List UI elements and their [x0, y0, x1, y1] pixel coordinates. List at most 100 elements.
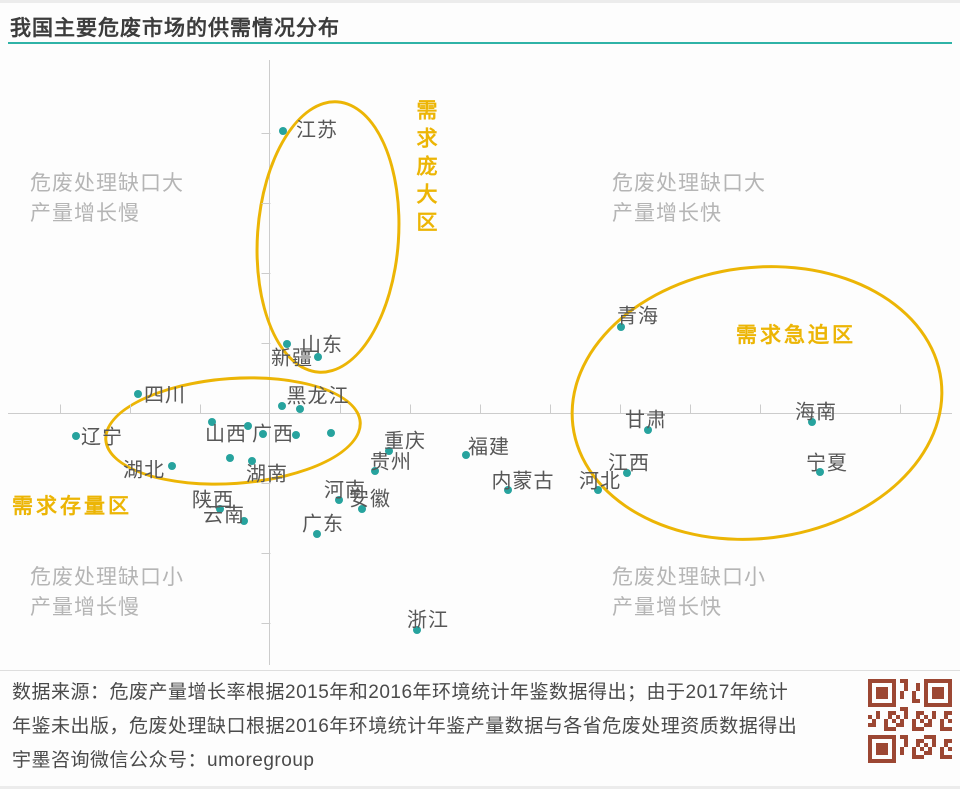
data-point-dot	[594, 486, 602, 494]
data-point-label: 宁夏	[806, 452, 848, 475]
data-point-dot	[168, 462, 176, 470]
data-point-label: 黑龙江	[286, 385, 350, 408]
page-title: 我国主要危废市场的供需情况分布	[10, 17, 340, 40]
quadrant-label-bottom-right: 危废处理缺口小 产量增长快	[612, 563, 766, 623]
data-point-dot	[385, 447, 393, 455]
x-axis-tick	[130, 404, 131, 414]
data-point-label: 安徽	[349, 488, 391, 511]
data-point-dot	[413, 626, 421, 634]
footer-wechat-line: 宇墨咨询微信公众号：umoregroup	[12, 750, 315, 771]
data-point-dot	[644, 426, 652, 434]
annotation-demand-stock-zone: 需求存量区	[12, 495, 132, 518]
x-axis	[8, 413, 952, 414]
data-point-dot	[816, 468, 824, 476]
data-point-label: 辽宁	[81, 426, 123, 449]
data-point-dot	[248, 457, 256, 465]
data-point-dot	[327, 429, 335, 437]
data-point-dot	[240, 517, 248, 525]
quadrant-line: 产量增长慢	[30, 202, 140, 225]
data-point-label: 云南	[203, 504, 245, 527]
footer-source-line-2: 年鉴未出版，危废处理缺口根据2016年环境统计年鉴产量数据与各省危废处理资质数据…	[12, 716, 798, 737]
y-axis-tick	[261, 483, 271, 484]
data-point-label: 浙江	[407, 609, 449, 632]
quadrant-line: 危废处理缺口小	[30, 566, 184, 589]
quadrant-line: 危废处理缺口大	[612, 172, 766, 195]
data-point-dot	[283, 340, 291, 348]
data-point-label: 江苏	[296, 119, 338, 142]
data-point-label: 湖北	[123, 459, 165, 482]
data-point-label: 山东	[301, 334, 343, 357]
quadrant-line: 产量增长快	[612, 202, 722, 225]
quadrant-line: 产量增长慢	[30, 596, 140, 619]
y-axis-tick	[261, 203, 271, 204]
x-axis-tick	[480, 404, 481, 414]
data-point-dot	[504, 486, 512, 494]
x-axis-tick	[550, 404, 551, 414]
data-point-dot	[278, 402, 286, 410]
annotation-demand-huge-zone: 需求庞大区	[414, 99, 437, 239]
quadrant-line: 危废处理缺口小	[612, 566, 766, 589]
x-axis-tick	[830, 404, 831, 414]
x-axis-tick	[60, 404, 61, 414]
data-point-label: 海南	[795, 401, 837, 424]
data-point-dot	[371, 467, 379, 475]
data-point-dot	[244, 422, 252, 430]
quadrant-label-top-left: 危废处理缺口大 产量增长慢	[30, 169, 184, 229]
x-axis-tick	[760, 404, 761, 414]
data-point-label: 山西	[205, 423, 247, 446]
y-axis-tick	[261, 133, 271, 134]
annotation-demand-urgent-zone: 需求急迫区	[736, 324, 856, 347]
data-point-label: 新疆	[271, 347, 313, 370]
data-point-label: 福建	[468, 436, 510, 459]
data-point-label: 广东	[302, 513, 344, 536]
quadrant-line: 危废处理缺口大	[30, 172, 184, 195]
data-point-label: 河北	[579, 470, 621, 493]
data-point-label: 湖南	[246, 463, 288, 486]
x-axis-tick	[900, 404, 901, 414]
data-point-dot	[623, 469, 631, 477]
data-point-dot	[134, 390, 142, 398]
data-point-dot	[462, 451, 470, 459]
data-point-label: 江西	[608, 452, 650, 475]
quadrant-line: 产量增长快	[612, 596, 722, 619]
data-point-dot	[335, 496, 343, 504]
footer-source-line-1: 数据来源：危废产量增长率根据2015年和2016年环境统计年鉴数据得出；由于20…	[12, 682, 789, 703]
data-point-dot	[314, 353, 322, 361]
x-axis-tick	[620, 404, 621, 414]
y-axis-tick	[261, 553, 271, 554]
x-axis-tick	[340, 404, 341, 414]
x-axis-tick	[410, 404, 411, 414]
footer-divider	[0, 670, 960, 671]
data-point-label: 青海	[617, 305, 659, 328]
data-point-label: 甘肃	[625, 409, 667, 432]
x-axis-tick	[690, 404, 691, 414]
data-point-label: 重庆	[384, 430, 426, 453]
data-point-label: 内蒙古	[491, 470, 555, 493]
y-axis-tick	[261, 343, 271, 344]
data-point-dot	[292, 431, 300, 439]
data-point-dot	[358, 505, 366, 513]
data-point-dot	[226, 454, 234, 462]
quadrant-label-bottom-left: 危废处理缺口小 产量增长慢	[30, 563, 184, 623]
data-point-dot	[216, 505, 224, 513]
data-point-dot	[296, 405, 304, 413]
data-point-dot	[208, 418, 216, 426]
data-point-dot	[259, 430, 267, 438]
data-point-label: 广西	[252, 423, 294, 446]
data-point-label: 河南	[324, 479, 366, 502]
y-axis	[269, 60, 270, 665]
data-point-label: 四川	[144, 384, 186, 407]
zone-ellipse	[554, 244, 960, 562]
qr-code-icon	[868, 679, 952, 763]
data-point-label: 陕西	[192, 489, 234, 512]
y-axis-tick	[261, 623, 271, 624]
scatter-points: 江苏青海山东新疆黑龙江 四川辽宁 山西广西 重庆 福建贵州 湖北 湖南河南安徽 陕西云南 广东 内…	[0, 3, 960, 786]
title-underline	[8, 42, 952, 44]
data-point-dot	[808, 418, 816, 426]
data-point-dot	[279, 127, 287, 135]
data-point-label: 贵州	[370, 451, 412, 474]
y-axis-tick	[261, 273, 271, 274]
x-axis-tick	[200, 404, 201, 414]
data-point-dot	[72, 432, 80, 440]
scatter-chart: 危废处理缺口大 产量增长慢 危废处理缺口大 产量增长快 危废处理缺口小 产量增长…	[0, 3, 960, 786]
